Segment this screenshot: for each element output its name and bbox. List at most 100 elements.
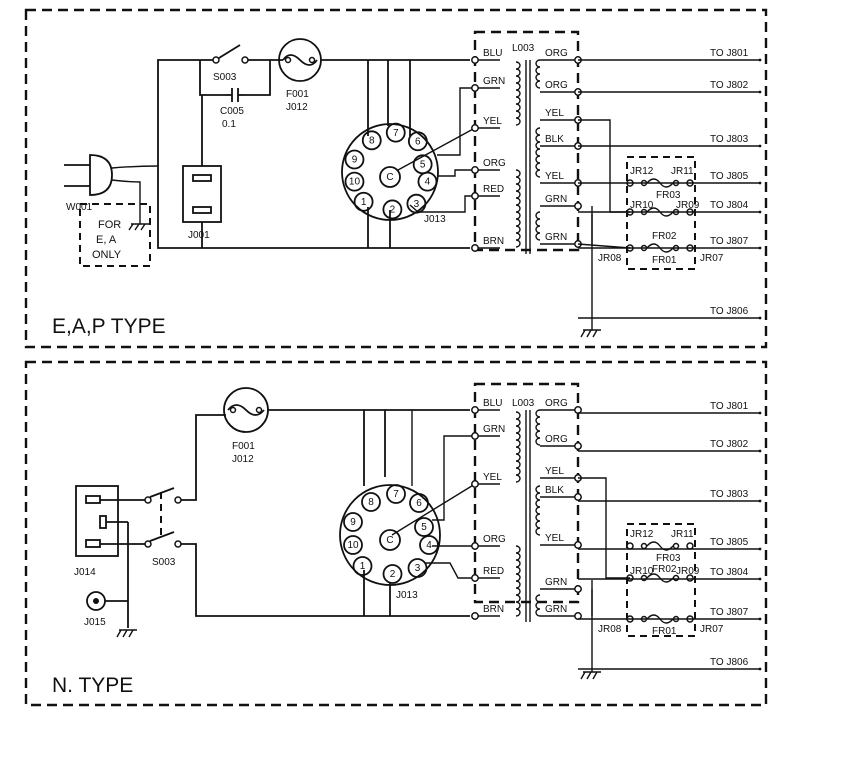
jack-j015: J015	[84, 591, 128, 628]
panel-n-title: N. TYPE	[52, 674, 133, 697]
pin-7-icon	[385, 122, 406, 143]
panel-n-border	[24, 360, 768, 707]
output-label-to-j807: TO J807	[710, 607, 749, 618]
pin-1-icon	[353, 191, 374, 212]
ground-icon	[116, 629, 137, 638]
capacitor-c005: C005 0.1	[220, 88, 245, 130]
pin-8-icon	[361, 130, 382, 151]
pin-label-2: 2	[390, 569, 396, 580]
pin-label-5: 5	[420, 159, 426, 170]
primary-tap-yel: YEL	[483, 472, 502, 483]
jumper-jr10: JR10	[630, 566, 654, 577]
pin-label-3: 3	[414, 199, 420, 210]
pin-label-9: 9	[352, 155, 358, 166]
panel-n-type: N. TYPE J014 J015	[24, 360, 768, 707]
jumper-jr11: JR11	[671, 529, 694, 540]
pin-6-icon	[409, 493, 429, 513]
fuse-fr02: FR02	[652, 231, 677, 242]
primary-tap-red: RED	[483, 184, 504, 195]
jumper-jr07: JR07	[700, 624, 724, 635]
primary-tap-brn: BRN	[483, 604, 504, 615]
pin-label-1: 1	[360, 561, 366, 572]
pin-label-c: C	[386, 535, 393, 546]
pin-9-icon	[344, 149, 365, 170]
primary-tap-grn: GRN	[483, 76, 505, 87]
pin-4-icon	[419, 535, 439, 555]
for-note-line-3: ONLY	[92, 249, 122, 261]
primary-tap-blu: BLU	[483, 398, 502, 409]
primary-tap-org: ORG	[483, 158, 506, 169]
jumper-jr08: JR08	[598, 253, 622, 264]
fuse-f001: F001 J012	[223, 387, 269, 465]
output-label-to-j805: TO J805	[710, 537, 749, 548]
pin-label-8: 8	[369, 135, 375, 146]
fuse-fr03: FR03	[656, 553, 681, 564]
jumper-jr08: JR08	[598, 624, 622, 635]
pin-2-icon	[382, 199, 403, 220]
label-j015: J015	[84, 617, 106, 628]
secondary-tap-yel-4: YEL	[545, 533, 564, 544]
output-label-to-j805: TO J805	[710, 171, 749, 182]
pin-6-icon	[407, 131, 428, 152]
pin-label-6: 6	[415, 136, 421, 147]
label-s003-n: S003	[152, 557, 176, 568]
label-j014: J014	[74, 567, 96, 578]
jumper-jr07: JR07	[700, 253, 724, 264]
pin-center-icon	[379, 529, 401, 551]
pin-label-4: 4	[426, 540, 432, 551]
primary-tap-org: ORG	[483, 534, 506, 545]
line-live	[157, 59, 213, 166]
outlet-j014: J014	[74, 485, 145, 628]
for-ea-only-box	[79, 203, 151, 267]
pin-label-9: 9	[350, 517, 356, 528]
fuse-fr01: FR01	[652, 626, 677, 637]
jumper-jr10: JR10	[630, 200, 654, 211]
line-neutral	[157, 166, 470, 249]
ground-icon	[128, 220, 149, 231]
panel-eap-title: E,A,P TYPE	[52, 315, 166, 338]
output-label-to-j802: TO J802	[710, 80, 749, 91]
pin-label-10: 10	[349, 177, 361, 188]
ground-icon	[580, 214, 601, 338]
output-label-to-j802: TO J802	[710, 439, 749, 450]
secondary-tap-yel-4: YEL	[545, 171, 564, 182]
pin-9-icon	[343, 512, 363, 532]
for-note-line-2: E, A	[96, 234, 117, 246]
pin-label-7: 7	[393, 489, 399, 500]
output-label-to-j807: TO J807	[710, 236, 749, 247]
secondary-tap-grn-5: GRN	[545, 194, 567, 205]
pin-10-icon	[344, 171, 365, 192]
label-j012: J012	[286, 102, 308, 113]
label-j013: J013	[424, 214, 446, 225]
pin-label-4: 4	[425, 177, 431, 188]
label-l003-n: L003	[512, 398, 535, 409]
label-w001: W001	[66, 202, 93, 213]
label-c005-value: 0.1	[222, 119, 236, 130]
for-note-line-1: FOR	[98, 219, 121, 231]
output-label-to-j804: TO J804	[710, 200, 749, 211]
secondary-tap-org-1: ORG	[545, 434, 568, 445]
jumper-jr12: JR12	[630, 166, 654, 177]
label-f001-n: F001	[232, 441, 255, 452]
ac-plug-w001: W001	[64, 154, 159, 220]
output-label-to-j804: TO J804	[710, 567, 749, 578]
secondary-tap-yel-2: YEL	[545, 108, 564, 119]
secondary-tap-grn-6: GRN	[545, 232, 567, 243]
label-s003: S003	[213, 72, 237, 83]
pin-5-icon	[412, 154, 433, 175]
pin-5-icon	[414, 517, 434, 537]
fuse-fr01: FR01	[652, 255, 677, 266]
output-label-to-j801: TO J801	[710, 401, 749, 412]
fuse-f001: F001 J012	[278, 38, 322, 113]
label-c005: C005	[220, 106, 244, 117]
ground-icon	[580, 580, 601, 680]
label-l003: L003	[512, 43, 535, 54]
pin-label-5: 5	[421, 522, 427, 533]
pin-label-1: 1	[361, 197, 367, 208]
label-f001: F001	[286, 89, 309, 100]
jumper-jr12: JR12	[630, 529, 654, 540]
pin-3-icon	[406, 193, 427, 214]
pin-label-2: 2	[390, 205, 396, 216]
